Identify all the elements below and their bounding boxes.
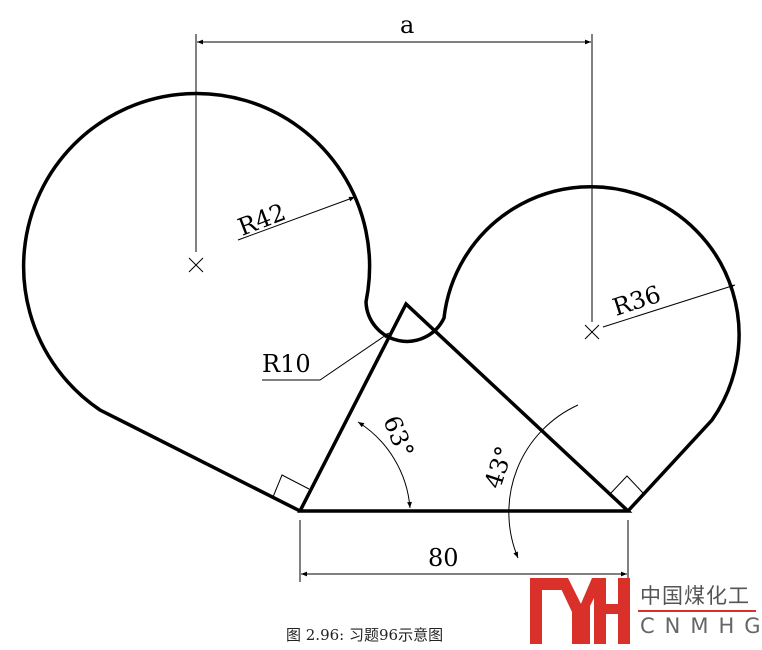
logo-chinese-text: 中国煤化工: [640, 584, 750, 608]
arc-63: [357, 421, 412, 509]
angle-63-label: 63°: [377, 412, 419, 462]
r10-label: R10: [262, 350, 311, 378]
arc-43: [508, 404, 579, 559]
figure-caption: 图 2.96: 习题96示意图: [286, 626, 444, 644]
leader-r42: [237, 196, 356, 241]
leader-r10: [262, 332, 390, 381]
logo-divider: [638, 610, 756, 612]
triangle: [297, 301, 633, 513]
center-mark-right: [584, 324, 600, 340]
center-mark-left: [188, 257, 204, 273]
right-angle-right: [609, 475, 645, 495]
part-outline: [21, 91, 741, 513]
logo-english-text: CNMHG: [640, 614, 762, 638]
r42-label: R42: [234, 198, 289, 242]
leader-r36: [602, 284, 736, 328]
angle-43-label: 43°: [479, 443, 519, 492]
logo-mark: [530, 578, 630, 644]
dim-a-label: a: [400, 11, 414, 39]
r36-label: R36: [609, 280, 664, 322]
right-angle-left: [272, 474, 310, 498]
dim-80-label: 80: [428, 544, 459, 572]
